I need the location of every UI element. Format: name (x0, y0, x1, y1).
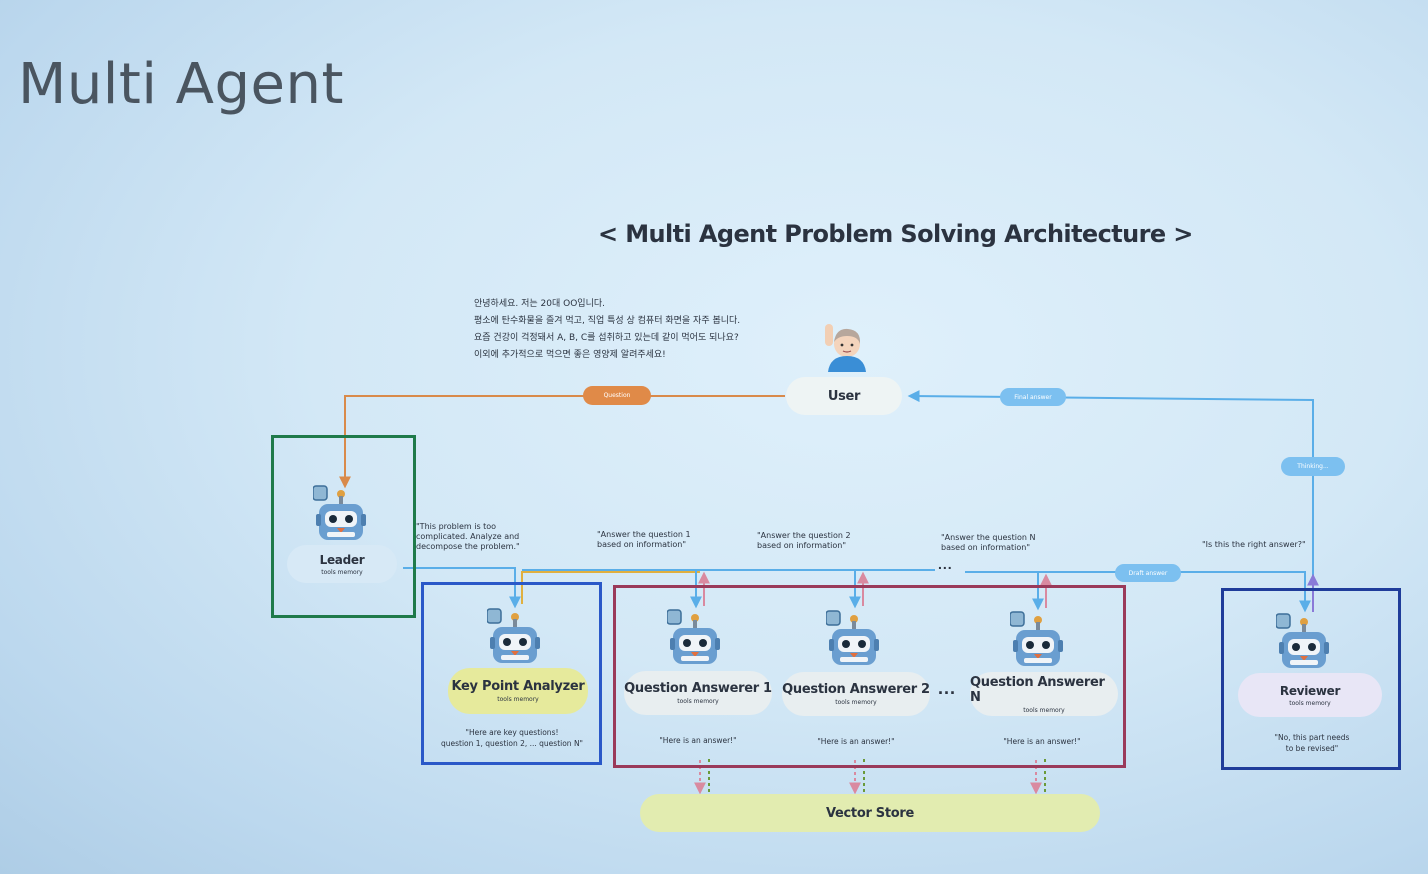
leader-node[interactable]: Leader tools memory (287, 545, 397, 583)
quote-line: "This problem is too (416, 522, 497, 531)
robot-icon (312, 484, 369, 544)
reply-line: "Here are key questions! (465, 728, 559, 737)
key-point-analyzer-label: Key Point Analyzer (451, 679, 585, 694)
question-answerer-2-label: Question Answerer 2 (782, 682, 930, 697)
qan-instruction-quote: "Answer the question N based on informat… (941, 533, 1035, 553)
question-answerer-n-sub: tools memory (1023, 706, 1065, 714)
key-point-analyzer-node[interactable]: Key Point Analyzer tools memory (448, 668, 588, 714)
robot-icon (486, 607, 543, 667)
leader-bus-line (403, 567, 521, 609)
robot-icon (1275, 612, 1332, 672)
reviewer-reply: "No, this part needs to be revised" (1252, 732, 1372, 754)
user-prompt-line: 안녕하세요. 저는 20대 OO입니다. (474, 299, 606, 309)
question-answerer-n-label: Question Answerer N (970, 674, 1105, 705)
quote-line: "Answer the question 1 (597, 530, 691, 539)
user-prompt-text: 안녕하세요. 저는 20대 OO입니다. 평소에 탄수화물을 즐겨 먹고, 직업… (474, 296, 740, 364)
reviewer-sub: tools memory (1289, 699, 1331, 707)
question-answerers-frame (613, 585, 1126, 768)
quote-line: "Is this the right answer?" (1202, 540, 1306, 549)
vector-store-label: Vector Store (825, 805, 915, 821)
reviewer-label: Reviewer (1279, 683, 1341, 698)
user-prompt-line: 평소에 탄수화물을 즐겨 먹고, 직업 특성 상 컴퓨터 화면을 자주 봅니다. (474, 316, 741, 326)
quote-line: complicated. Analyze and (416, 532, 520, 541)
question-answerer-1-sub: tools memory (677, 698, 719, 705)
draft-line (1180, 571, 1311, 613)
user-label: User (827, 388, 861, 404)
user-node[interactable]: User (786, 377, 902, 415)
quote-line: "Answer the question N (941, 533, 1036, 542)
question-answerer-1-label: Question Answerer 1 (624, 681, 772, 696)
quote-line: based on information" (757, 541, 847, 550)
qan-reply: "Here is an answer!" (1003, 737, 1081, 746)
reply-line: question 1, question 2, ... question N" (440, 739, 584, 748)
reviewer-frame (1221, 588, 1401, 770)
kpa-return-line (521, 571, 700, 604)
quote-line: based on information" (941, 543, 1031, 552)
leader-frame (271, 435, 416, 618)
qa2-reply: "Here is an answer!" (817, 737, 895, 746)
quote-line: decompose the problem." (416, 542, 520, 551)
question-answerer-2-node[interactable]: Question Answerer 2 tools memory (782, 672, 930, 716)
leader-sub: tools memory (321, 568, 363, 576)
final-answer-line (907, 390, 1314, 600)
thinking-pill: Thinking... (1281, 457, 1345, 476)
reply-line: to be revised" (1285, 744, 1339, 753)
question-answerer-1-node[interactable]: Question Answerer 1 tools memory (624, 671, 772, 715)
question-answerer-2-sub: tools memory (835, 699, 877, 706)
draft-answer-pill: Draft answer (1115, 564, 1181, 582)
ellipsis-top: ... (938, 556, 953, 572)
key-point-analyzer-sub: tools memory (497, 696, 539, 703)
key-point-analyzer-frame (421, 582, 602, 765)
reply-line: "No, this part needs (1274, 733, 1350, 742)
vector-store-node[interactable]: Vector Store (640, 794, 1100, 832)
qa1-reply: "Here is an answer!" (659, 736, 737, 745)
quote-line: "Answer the question 2 (757, 531, 851, 540)
qa2-instruction-quote: "Answer the question 2 based on informat… (757, 531, 851, 551)
diagram-title: < Multi Agent Problem Solving Architectu… (598, 220, 1193, 248)
robot-icon (1009, 610, 1066, 670)
user-prompt-line: 이외에 추가적으로 먹으면 좋은 영양제 알려주세요! (474, 350, 666, 360)
reviewer-node[interactable]: Reviewer tools memory (1238, 673, 1382, 717)
ellipsis-middle: ... (938, 678, 957, 698)
leader-instruction-quote: "This problem is too complicated. Analyz… (416, 522, 520, 552)
robot-icon (825, 609, 882, 669)
robot-icon (666, 608, 723, 668)
final-answer-pill: Final answer (1000, 388, 1066, 406)
quote-line: based on information" (597, 540, 687, 549)
user-prompt-line: 요즘 건강이 걱정돼서 A, B, C를 섭취하고 있는데 같이 먹어도 되나요… (474, 333, 739, 343)
slide-title: Multi Agent (18, 52, 344, 117)
qa1-instruction-quote: "Answer the question 1 based on informat… (597, 530, 691, 550)
person-raising-hand-icon (820, 322, 866, 372)
question-answerer-n-node[interactable]: Question Answerer N tools memory (970, 672, 1118, 716)
leader-label: Leader (319, 552, 365, 567)
reviewer-instruction-quote: "Is this the right answer?" (1202, 540, 1306, 550)
kpa-reply: "Here are key questions! question 1, que… (432, 727, 592, 749)
question-pill: Question (583, 386, 651, 405)
